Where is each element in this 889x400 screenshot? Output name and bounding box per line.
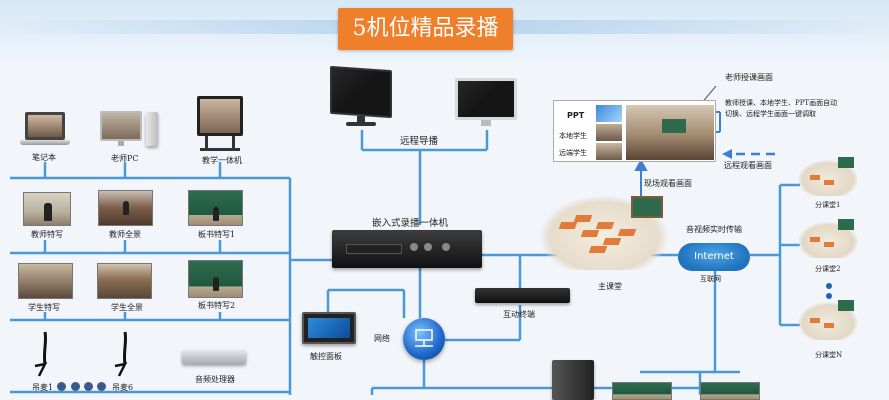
audio-processor-label: 音频处理器 — [195, 375, 235, 384]
smartboard-label: 教学一体机 — [202, 156, 242, 165]
ppt-label: PPT — [567, 111, 585, 120]
bottom-display-2 — [700, 382, 760, 400]
teacher-main-thumb — [626, 105, 714, 160]
remote-view-arrow-head — [722, 149, 732, 159]
desc-line-2: 切换、远程学生画面一键调取 — [725, 110, 816, 118]
audio-processor-icon — [182, 350, 246, 364]
ellipsis-dot-2 — [826, 293, 832, 299]
bottom-display-1 — [612, 382, 672, 400]
mic-6-label: 吊麦6 — [112, 383, 134, 392]
remote-students-thumb — [596, 143, 622, 160]
branch-1-label: 分课堂1 — [815, 201, 841, 209]
desc-line-1: 教师授课、本地学生、PPT画面自动 — [725, 99, 838, 107]
recorder-icon — [332, 230, 482, 268]
board-closeup-2-label: 板书特写2 — [198, 301, 236, 310]
board-closeup-2-thumb — [188, 260, 243, 298]
student-closeup-label: 学生特写 — [28, 303, 60, 312]
main-classroom-label: 主课堂 — [598, 282, 622, 291]
laptop-label: 笔记本 — [32, 153, 56, 162]
network-label: 网络 — [374, 334, 390, 343]
mic-1-label: 吊麦1 — [32, 383, 54, 392]
local-students-label: 本地学生 — [559, 132, 587, 140]
touch-panel-icon — [302, 312, 356, 344]
cloud-icon: Internet — [678, 243, 750, 271]
local-students-thumb — [596, 124, 622, 141]
composite-view-panel: PPT 本地学生 远端学生 — [553, 100, 716, 162]
ppt-thumb — [596, 105, 622, 122]
teacher-view-label: 老师授课画面 — [725, 73, 773, 82]
teacher-panorama-thumb — [98, 190, 153, 226]
teacher-panorama-label: 教师全景 — [109, 230, 141, 239]
onsite-arrow-head — [634, 158, 648, 171]
internet-label: 互联网 — [700, 275, 721, 283]
page-title: 5机位精品录播 — [338, 8, 513, 50]
ellipsis-dot-1 — [826, 283, 832, 289]
student-closeup-thumb — [18, 263, 73, 299]
remote-students-label: 远端学生 — [559, 149, 587, 157]
onsite-view-label: 现场观看画面 — [644, 179, 692, 188]
interactive-terminal-label: 互动终端 — [503, 310, 535, 319]
remote-director-label: 远程导播 — [400, 136, 439, 147]
speaker-dot-4 — [97, 382, 106, 391]
student-panorama-label: 学生全景 — [111, 303, 143, 312]
speaker-dot-1 — [57, 382, 66, 391]
remote-view-label: 远程观看画面 — [724, 161, 772, 170]
teacher-closeup-thumb — [23, 192, 71, 226]
recorder-label: 嵌入式录播一体机 — [372, 218, 449, 229]
microphone-icon — [114, 331, 128, 377]
speaker-dot-3 — [84, 382, 93, 391]
server-icon — [552, 360, 594, 400]
touch-panel-label: 触控面板 — [310, 352, 342, 361]
av-transfer-label: 音视频实时传输 — [686, 225, 742, 234]
student-panorama-thumb — [97, 263, 152, 299]
speaker-dot-2 — [71, 382, 80, 391]
network-switch-icon — [403, 318, 445, 360]
teacher-closeup-label: 教师特写 — [31, 230, 63, 239]
board-closeup-1-thumb — [188, 190, 243, 226]
interactive-terminal-icon — [475, 288, 570, 303]
teacher-pc-label: 老师PC — [111, 154, 139, 163]
microphone-icon — [34, 331, 48, 377]
board-closeup-1-label: 板书特写1 — [198, 230, 236, 239]
branch-2-label: 分课堂2 — [815, 265, 841, 273]
branch-n-label: 分课堂N — [815, 351, 843, 359]
